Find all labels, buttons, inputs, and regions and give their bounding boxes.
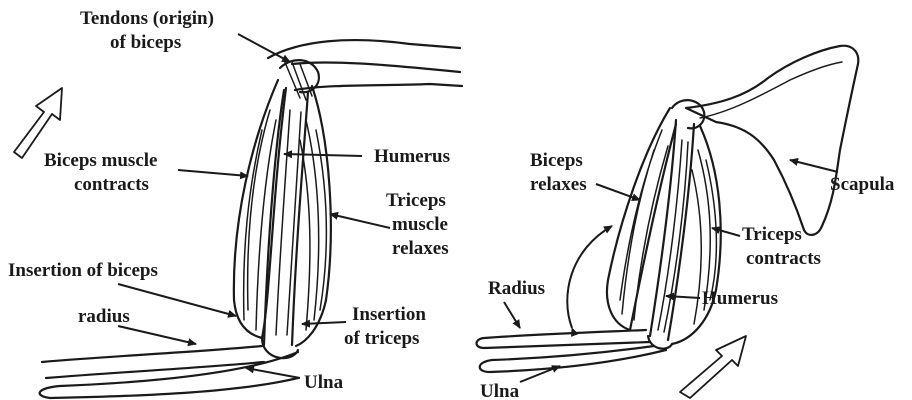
leader-humerus-left <box>284 154 362 156</box>
label-triceps-right: Triceps <box>742 224 802 245</box>
label-biceps-relaxes: relaxes <box>530 174 587 195</box>
left-humerus-bone <box>264 90 308 345</box>
leader-insertion-biceps <box>118 284 236 316</box>
right-arm-drawing <box>477 46 859 372</box>
left-radius-bone <box>42 346 264 378</box>
leader-biceps-contracts <box>178 170 248 176</box>
label-ulna-right: Ulna <box>480 381 520 400</box>
label-tendons-origin: Tendons (origin) <box>80 8 214 29</box>
label-insertion-of-biceps: Insertion of biceps <box>8 260 158 281</box>
label-of-triceps: of triceps <box>344 328 419 349</box>
label-triceps-muscle: muscle <box>392 214 448 235</box>
label-radius-left: radius <box>78 306 130 327</box>
label-triceps-contracts: contracts <box>746 248 821 269</box>
leader-tendons <box>238 34 290 62</box>
label-biceps-muscle: Biceps muscle <box>44 150 157 171</box>
label-radius-right: Radius <box>488 278 545 299</box>
leader-ulna-left <box>246 368 300 378</box>
label-tendons-of-biceps: of biceps <box>110 32 181 53</box>
label-ulna-left: Ulna <box>304 372 344 393</box>
leader-insertion-triceps <box>302 322 346 324</box>
leader-scapula <box>790 160 838 172</box>
label-humerus-left: Humerus <box>374 146 450 167</box>
right-motion-arrow-icon <box>680 336 746 398</box>
right-swing-arc <box>567 226 612 328</box>
right-radius-bone <box>477 330 651 348</box>
leader-triceps-relaxes <box>330 214 390 228</box>
label-insertion-triceps: Insertion <box>352 304 426 325</box>
leader-radius-right <box>504 302 520 328</box>
right-scapula <box>686 46 858 235</box>
label-humerus-right: Humerus <box>702 288 778 309</box>
left-shoulder-outline <box>268 40 460 72</box>
right-scapula-inner <box>700 62 842 118</box>
left-motion-arrow-icon <box>14 88 62 158</box>
label-triceps-left: Triceps <box>386 190 446 211</box>
label-biceps-contracts: contracts <box>74 174 149 195</box>
label-triceps-relaxes: relaxes <box>392 238 449 259</box>
left-shoulder-lower <box>295 84 462 90</box>
label-biceps-right: Biceps <box>530 150 583 171</box>
leader-radius-left <box>118 326 196 344</box>
label-scapula: Scapula <box>830 174 895 195</box>
right-ulna-bone <box>480 346 666 372</box>
